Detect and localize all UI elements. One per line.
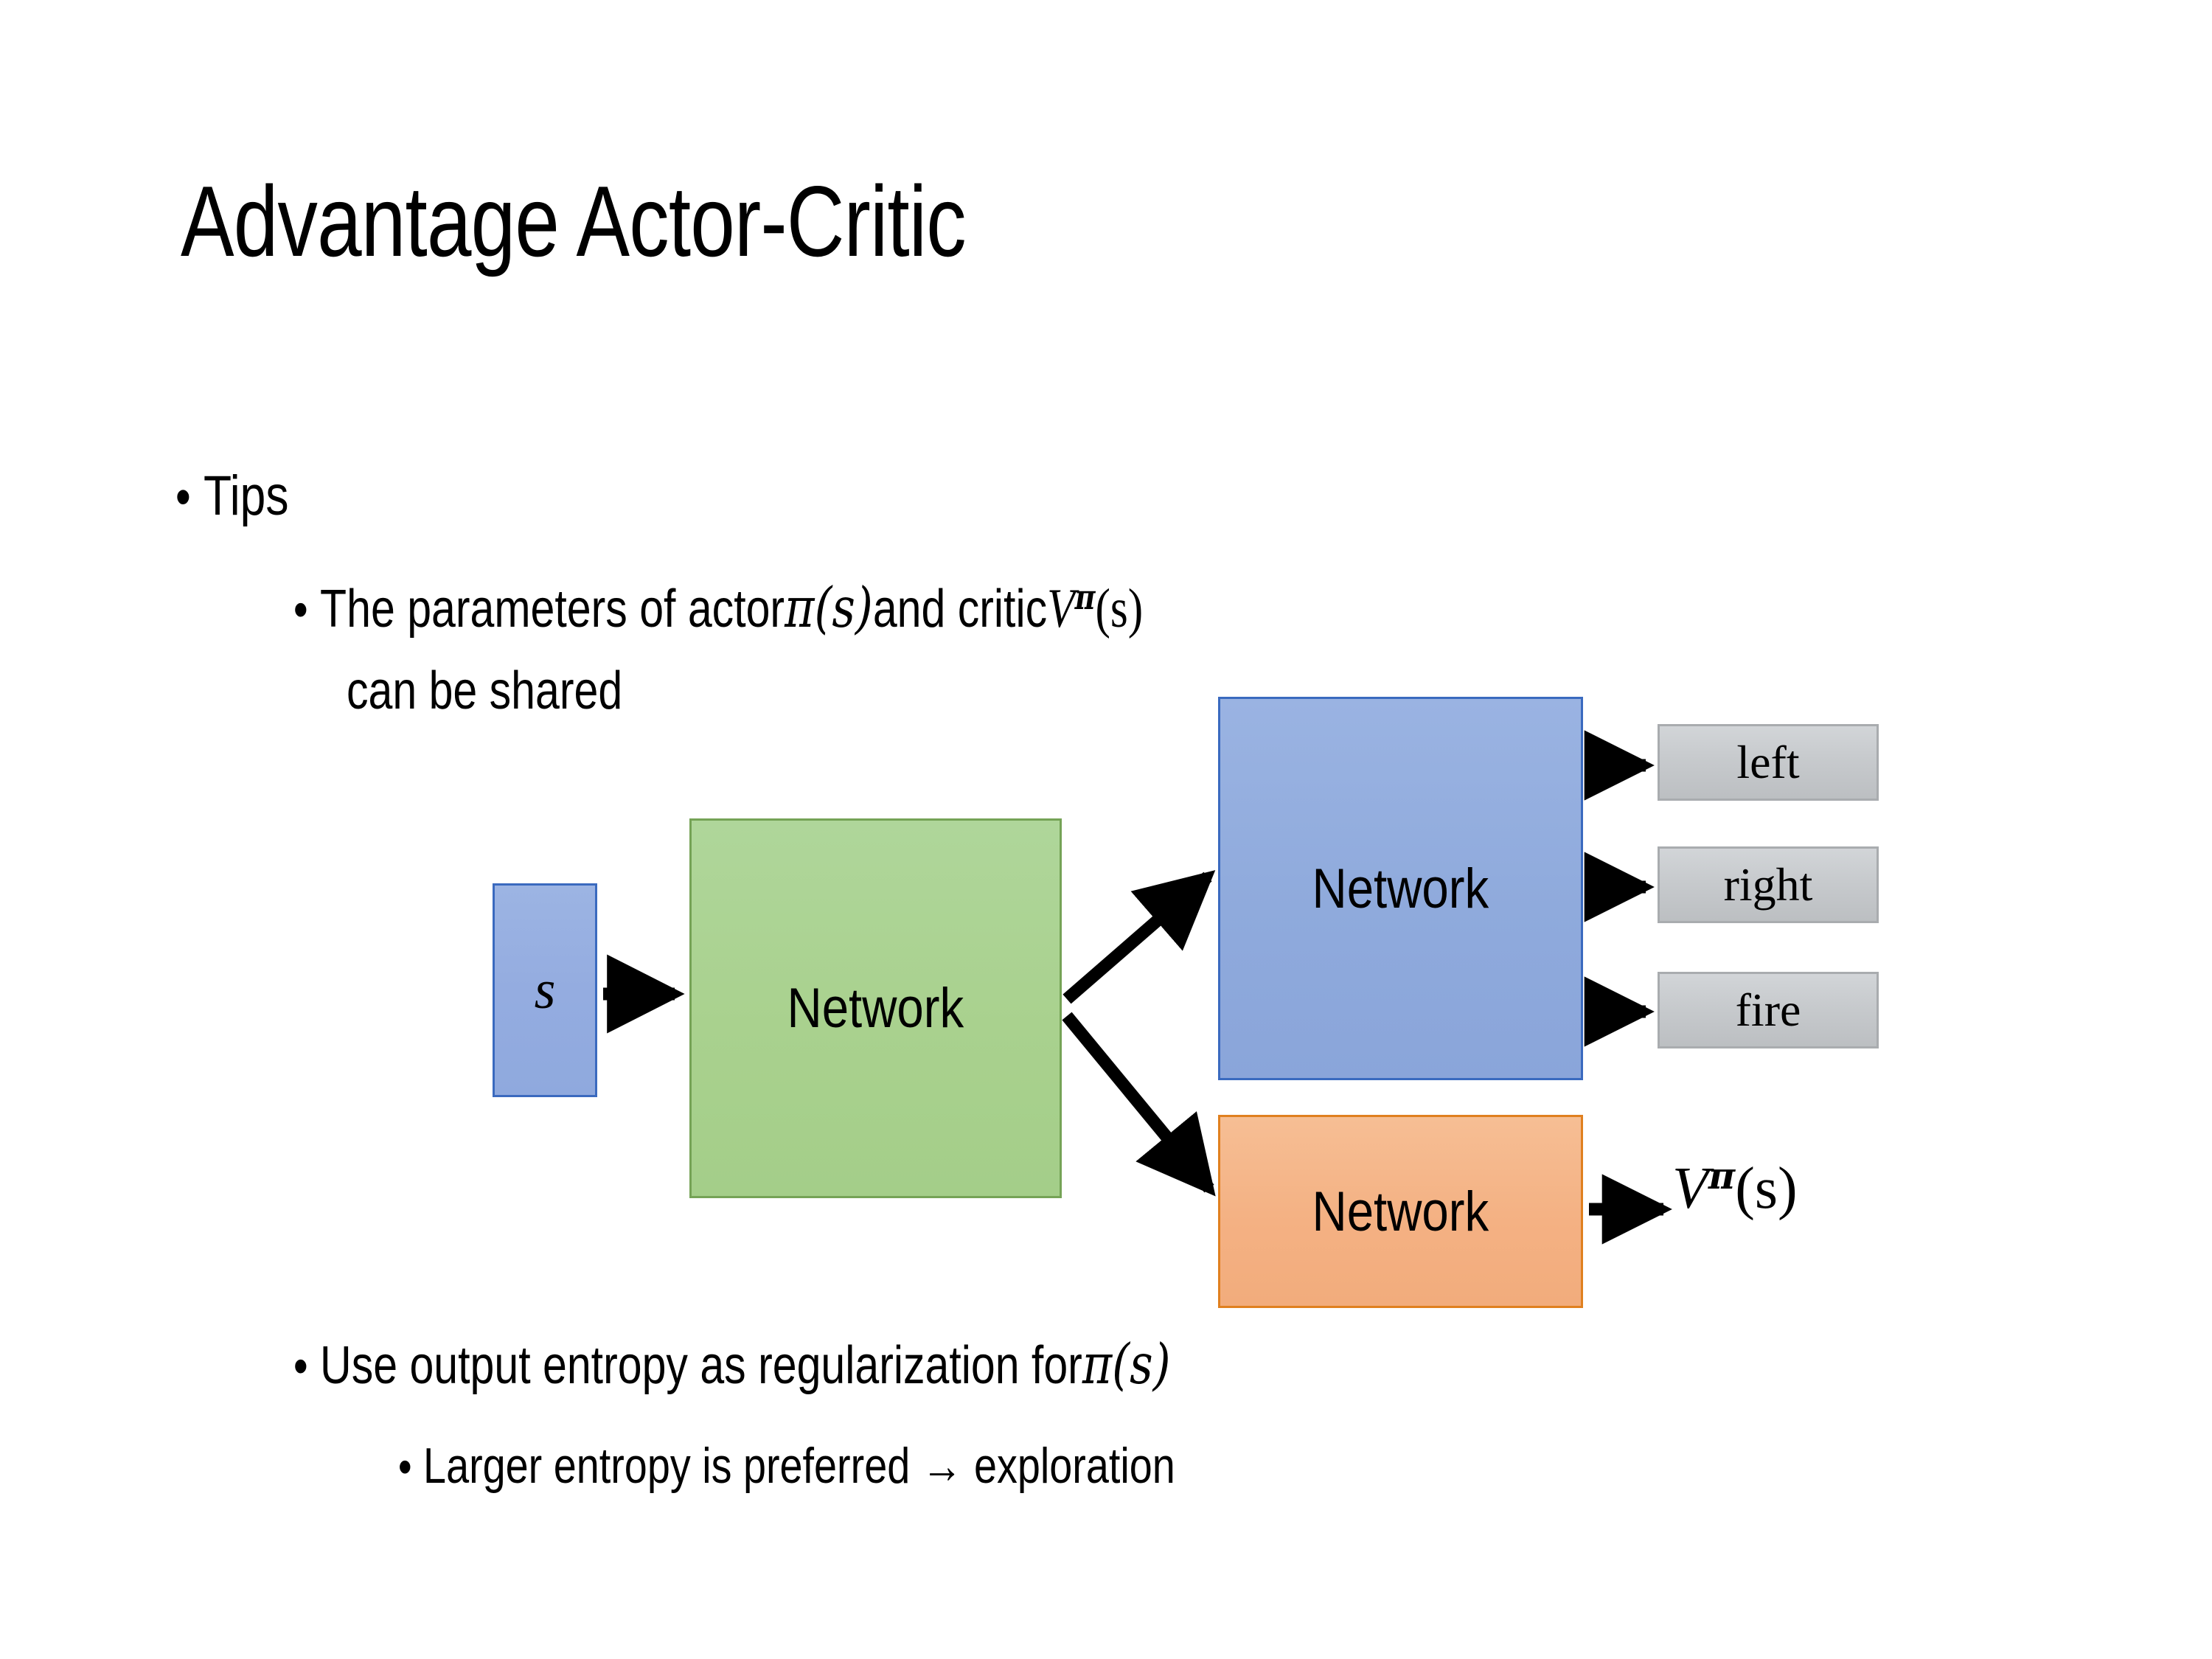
bullet-entropy-regularization: • Use output entropy as regularization f…	[293, 1333, 1171, 1397]
value-output-argument: (s)	[1735, 1155, 1798, 1221]
bullet-tips: • Tips	[175, 465, 288, 527]
actor-network-box: Network	[1218, 697, 1583, 1080]
value-output-base: V	[1672, 1155, 1708, 1221]
bullet-larger-entropy: • Larger entropy is preferred → explorat…	[398, 1438, 1175, 1495]
bullet-shared-parameters-line2: can be shared	[347, 661, 623, 720]
page-title: Advantage Actor-Critic	[181, 165, 967, 277]
bullet-entropy-text: Use output entropy as regularization for	[320, 1336, 1082, 1395]
bullet-shared-parameters-text-pre: The parameters of actor	[320, 580, 785, 639]
shared-network-label: Network	[787, 977, 964, 1040]
bullet-shared-parameters-text-mid: and critic	[872, 580, 1048, 639]
arrow-shared-to-critic-network	[1062, 1012, 1216, 1197]
output-action-left-label: left	[1736, 736, 1800, 788]
bullet-marker: •	[398, 1440, 412, 1493]
bullet-marker: •	[175, 467, 191, 526]
bullet-larger-entropy-text: Larger entropy is preferred → exploratio…	[423, 1438, 1175, 1494]
input-state-box: s	[493, 883, 597, 1097]
output-action-fire-label: fire	[1735, 984, 1801, 1036]
critic-network-box: Network	[1218, 1115, 1583, 1308]
bullet-marker: •	[293, 582, 308, 638]
input-state-label: s	[534, 959, 556, 1020]
critic-network-label: Network	[1312, 1180, 1489, 1243]
math-value-superscript: π	[1074, 576, 1096, 617]
output-action-right: right	[1658, 846, 1879, 923]
value-function-output: Vπ(s)	[1672, 1154, 1798, 1222]
bullet-shared-parameters: • The parameters of actor π(s) and criti…	[293, 577, 1143, 640]
output-action-left: left	[1658, 724, 1879, 801]
value-output-superscript: π	[1708, 1154, 1736, 1197]
bullet-marker: •	[293, 1338, 308, 1394]
math-value-v-pi-of-s: Vπ(s)	[1047, 576, 1144, 639]
math-policy-pi-of-s: π(s)	[785, 576, 873, 640]
bullet-tips-label: Tips	[204, 465, 289, 527]
math-policy-pi-of-s: π(s)	[1082, 1332, 1171, 1397]
actor-network-label: Network	[1312, 857, 1489, 920]
output-action-right-label: right	[1723, 858, 1813, 911]
output-action-fire: fire	[1658, 972, 1879, 1048]
math-value-argument: (s)	[1095, 578, 1144, 639]
math-value-base: V	[1047, 578, 1075, 639]
shared-network-box: Network	[689, 818, 1062, 1198]
arrow-shared-to-actor-network	[1062, 870, 1216, 1004]
